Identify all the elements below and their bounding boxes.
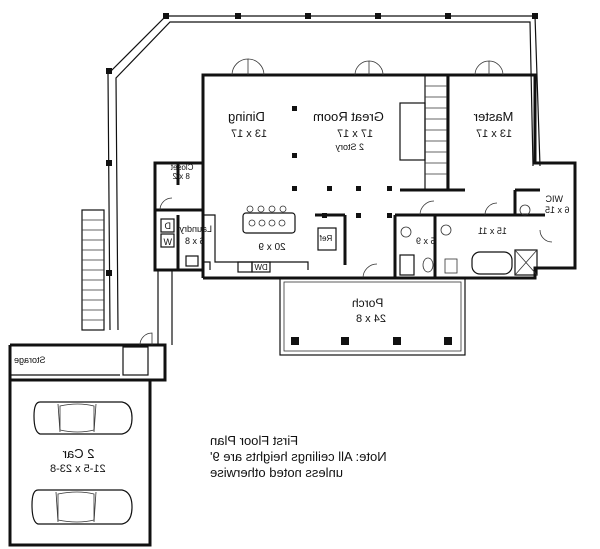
master-bath-fixtures <box>399 204 538 276</box>
kitchen-size: 20 x 9 <box>258 242 286 253</box>
french-doors <box>159 58 553 279</box>
master-bath-size: 15 x 11 <box>478 226 507 236</box>
wic-size: 6 x 15 <box>545 205 570 215</box>
walkway <box>157 270 173 345</box>
garage-size: 21-5 x 23-8 <box>50 463 106 475</box>
closet-label: Closet <box>170 163 193 172</box>
dishwasher-label: DW <box>254 263 268 272</box>
caption-note-continued: unless noted otherwise <box>210 465 343 480</box>
master-label: Master <box>473 109 513 124</box>
great-room-label: Great Room <box>313 109 384 124</box>
dining-label: Dining <box>228 109 265 124</box>
great-room-size: 17 x 17 <box>337 128 373 140</box>
porch-size: 24 x 8 <box>356 313 386 325</box>
closet-size: 8 x 2 <box>172 172 190 181</box>
porch-label: Porch <box>352 296 383 310</box>
great-room-note: 2 Story <box>335 142 364 152</box>
refrigerator-label: Ref <box>319 234 332 243</box>
appliance-labels: W D DW Ref <box>163 221 332 272</box>
garage <box>8 332 167 547</box>
dryer-label: D <box>164 221 171 231</box>
kitchen-island <box>242 205 296 234</box>
caption-note: Note: All ceilings heights are 9' <box>210 449 387 464</box>
laundry-appliances <box>160 218 199 267</box>
great-room-columns <box>292 106 392 218</box>
wic-label: WIC <box>545 194 563 204</box>
kitchen-counters <box>203 214 337 273</box>
car-bottom <box>31 489 133 525</box>
garage-label: 2 Car <box>62 446 94 461</box>
interior-stair <box>399 74 448 191</box>
dining-size: 13 x 17 <box>231 128 267 140</box>
car-top <box>33 401 133 435</box>
master-size: 13 x 17 <box>476 128 512 140</box>
house-walls <box>153 73 577 280</box>
deck-stairs <box>81 209 105 331</box>
storage-label: Storage <box>14 355 46 365</box>
laundry-size: 6 x 8 <box>185 236 205 246</box>
washer-label: W <box>163 237 172 247</box>
half-bath-size: 5 x 9 <box>416 236 436 246</box>
deck-railing <box>106 13 541 331</box>
porch <box>279 277 466 356</box>
laundry-label: Laundry <box>179 224 212 234</box>
caption-title: First Floor Plan <box>210 433 299 448</box>
plan-caption: First Floor Plan Note: All ceilings heig… <box>210 433 460 481</box>
room-labels: Dining 13 x 17 Great Room 17 x 17 2 Stor… <box>14 109 570 475</box>
